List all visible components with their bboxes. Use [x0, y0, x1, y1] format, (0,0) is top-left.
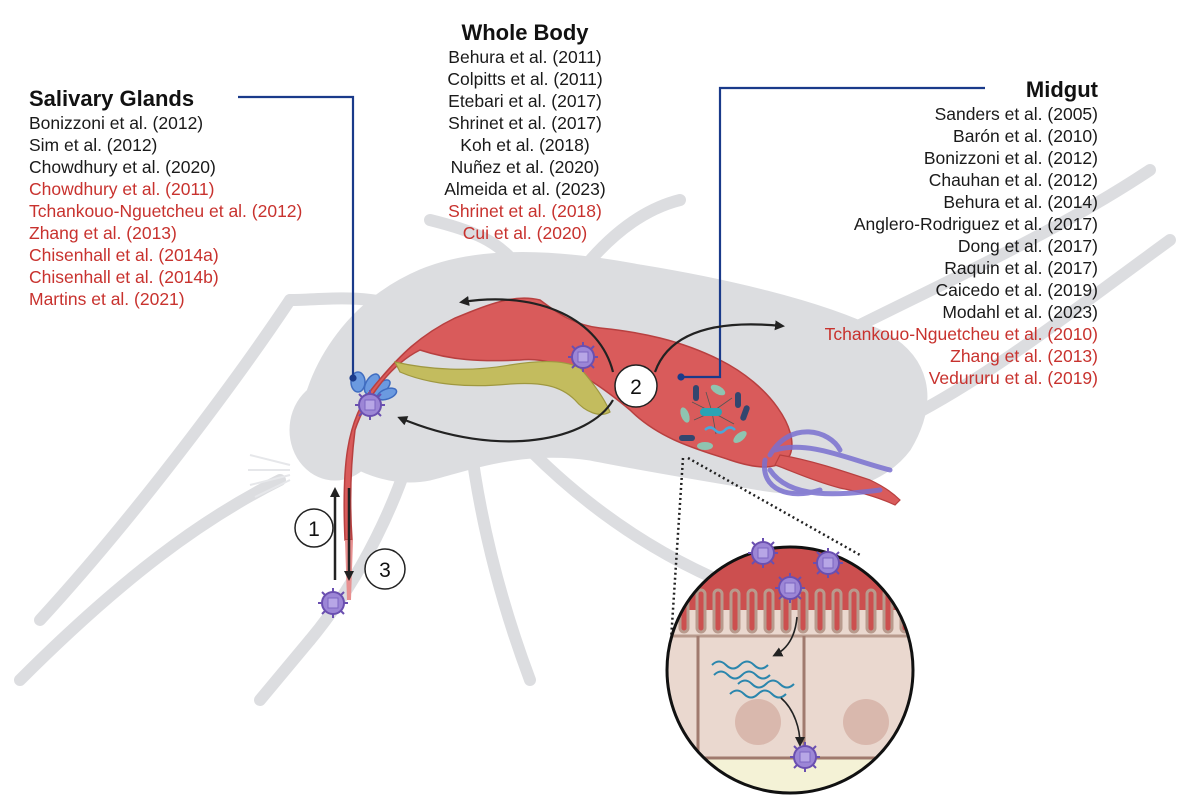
transmission-arrows	[330, 487, 354, 581]
midgut-connector	[677, 86, 985, 381]
step-3-label: 3	[379, 559, 391, 582]
reference-item: Sim et al. (2012)	[29, 135, 158, 155]
reference-item: Chowdhury et al. (2020)	[29, 157, 216, 177]
reference-item: Modahl et al. (2023)	[942, 302, 1098, 322]
reference-item: Tchankouo-Nguetcheu et al. (2012)	[29, 201, 303, 221]
midgut-references: Midgut Sanders et al. (2005) Barón et al…	[825, 77, 1098, 389]
reference-item: Almeida et al. (2023)	[444, 179, 606, 199]
reference-item: Colpitts et al. (2011)	[447, 69, 603, 89]
reference-item: Barón et al. (2010)	[953, 126, 1098, 146]
reference-item: Zhang et al. (2013)	[950, 346, 1098, 366]
reference-item: Chauhan et al. (2012)	[928, 170, 1098, 190]
reference-item: Behura et al. (2014)	[943, 192, 1098, 212]
salivary-glands-title: Salivary Glands	[29, 86, 195, 111]
salivary-glands-references: Salivary Glands Bonizzoni et al. (2012) …	[29, 86, 302, 310]
midgut-title: Midgut	[1025, 77, 1098, 102]
reference-item: Etebari et al. (2017)	[448, 91, 602, 111]
reference-item: Nuñez et al. (2020)	[450, 157, 600, 177]
reference-item: Chisenhall et al. (2014a)	[29, 245, 219, 265]
dissemination-arrows	[397, 295, 785, 443]
reference-item: Martins et al. (2021)	[29, 289, 185, 309]
reference-item: Chowdhury et al. (2011)	[29, 179, 215, 199]
reference-item: Bonizzoni et al. (2012)	[923, 148, 1098, 168]
virus-icon	[747, 537, 779, 569]
reference-item: Sanders et al. (2005)	[934, 104, 1098, 124]
virus-icon	[317, 587, 349, 619]
virus-icon	[774, 572, 806, 604]
reference-item: Tchankouo-Nguetcheu et al. (2010)	[824, 324, 1098, 344]
midgut-epithelium-inset	[665, 537, 915, 795]
reference-item: Cui et al. (2020)	[462, 223, 588, 243]
reference-item: Raquin et al. (2017)	[944, 258, 1098, 278]
reference-item: Zhang et al. (2013)	[29, 223, 177, 243]
reference-item: Koh et al. (2018)	[460, 135, 590, 155]
virus-icon	[812, 547, 844, 579]
malpighian-tubules	[762, 429, 893, 497]
whole-body-title: Whole Body	[461, 20, 589, 45]
virus-icon	[789, 741, 821, 773]
virus-icon	[567, 341, 599, 373]
reference-item: Bonizzoni et al. (2012)	[29, 113, 204, 133]
reference-item: Shrinet et al. (2017)	[448, 113, 602, 133]
zoom-guide-lines	[669, 456, 861, 641]
salivary-connector	[238, 95, 357, 382]
reference-item: Chisenhall et al. (2014b)	[29, 267, 219, 287]
step-1-marker: 1	[294, 508, 334, 548]
crop-organ	[393, 360, 611, 415]
microbiota	[679, 384, 750, 450]
step-1-label: 1	[308, 518, 320, 541]
reference-item: Shrinet et al. (2018)	[448, 201, 602, 221]
virus-icon	[354, 389, 386, 421]
step-2-label: 2	[630, 376, 642, 399]
whole-body-references: Whole Body Behura et al. (2011) Colpitts…	[380, 20, 670, 244]
reference-item: Caicedo et al. (2019)	[935, 280, 1098, 300]
reference-item: Dong et al. (2017)	[957, 236, 1098, 256]
reference-item: Vedururu et al. (2019)	[928, 368, 1098, 388]
step-2-marker: 2	[614, 364, 658, 408]
reference-item: Anglero-Rodriguez et al. (2017)	[853, 214, 1098, 234]
viral-rna-icon	[711, 660, 795, 699]
reference-item: Behura et al. (2011)	[448, 47, 602, 67]
step-3-marker: 3	[364, 548, 406, 590]
